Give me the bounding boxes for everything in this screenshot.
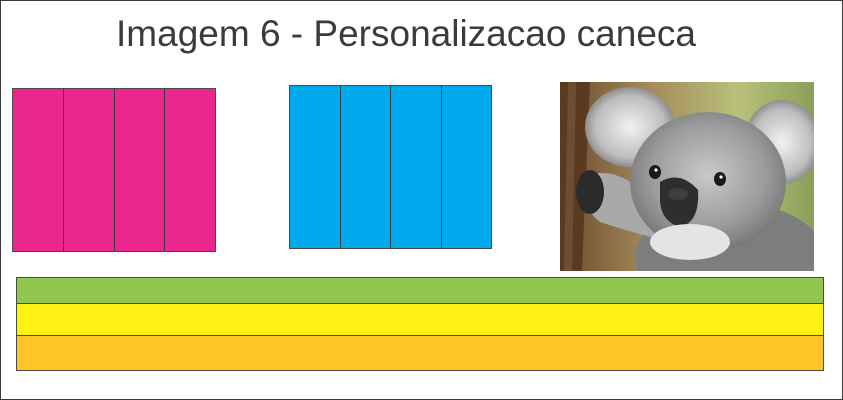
stripe-band [16, 277, 824, 371]
green-stripe [17, 278, 823, 304]
swatch-segment [165, 89, 215, 251]
cyan-swatch [289, 85, 492, 249]
swatch-segment [63, 89, 115, 251]
koala-photo [560, 82, 814, 271]
swatch-segment [114, 89, 166, 251]
orange-stripe [17, 336, 823, 370]
page-title: Imagem 6 - Personalizacao caneca [116, 13, 696, 54]
swatch-segment [340, 86, 391, 248]
swatch-segment [441, 86, 491, 248]
swatch-segment [290, 86, 341, 248]
yellow-stripe [17, 304, 823, 336]
swatch-segment [13, 89, 64, 251]
magenta-swatch [12, 88, 216, 252]
swatch-segment [391, 86, 442, 248]
